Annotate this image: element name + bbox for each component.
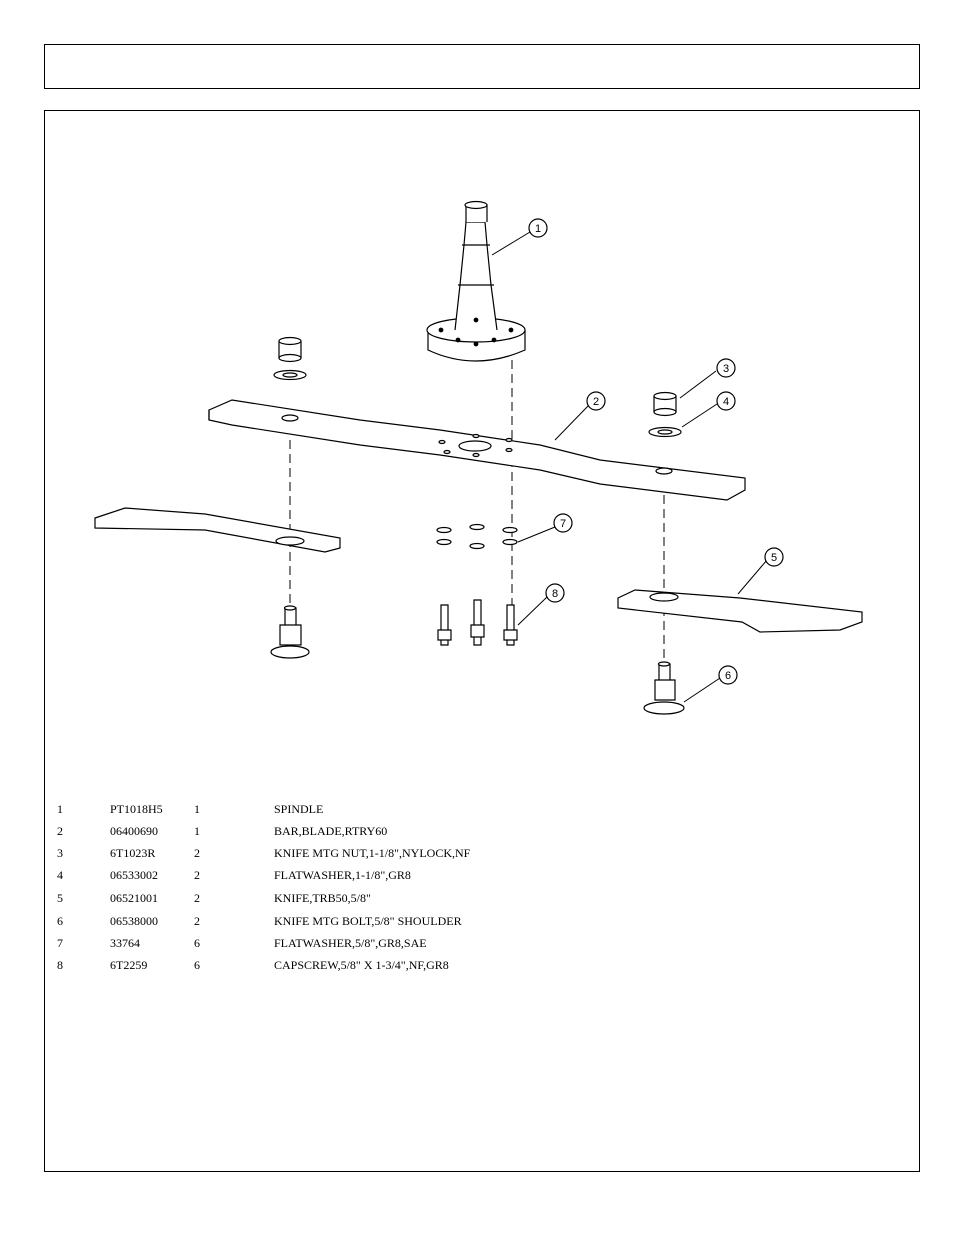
left-knife-nut [273, 336, 307, 381]
callout-4-label: 4 [723, 396, 729, 408]
blade-bar-part [208, 399, 746, 501]
description: CAPSCREW,5/8" X 1-3/4",NF,GR8 [274, 958, 449, 972]
center-capscrews [437, 599, 518, 646]
main-content-box [44, 110, 920, 1172]
callout-3-label: 3 [723, 363, 729, 375]
callout-1-label: 1 [535, 223, 541, 235]
item-number: 3 [57, 846, 63, 860]
description: KNIFE MTG BOLT,5/8" SHOULDER [274, 914, 462, 928]
left-knife-bolt [270, 605, 310, 659]
center-flatwashers [436, 523, 518, 550]
part-number: 06521001 [110, 891, 158, 905]
part-number: 06538000 [110, 914, 158, 928]
description: FLATWASHER,1-1/8",GR8 [274, 868, 411, 882]
item-number: 6 [57, 914, 63, 928]
callout-leaders [491, 231, 768, 703]
right-knife-part [617, 589, 863, 633]
part-number: 6T1023R [110, 846, 156, 860]
item-number: 7 [57, 936, 63, 950]
callout-2-label: 2 [593, 396, 599, 408]
callout-8-label: 8 [552, 588, 558, 600]
description: SPINDLE [274, 802, 324, 816]
callout-labels: 1 2 3 4 5 6 7 8 [535, 223, 777, 682]
right-knife-bolt [643, 661, 685, 715]
callout-5-label: 5 [771, 552, 777, 564]
description: FLATWASHER,5/8",GR8,SAE [274, 936, 427, 950]
exploded-parts-diagram: 1 2 3 4 5 6 7 8 [94, 200, 863, 715]
part-number: 06400690 [110, 824, 158, 838]
quantity: 2 [194, 914, 200, 928]
quantity: 2 [194, 846, 200, 860]
assembly-center-lines [289, 360, 665, 665]
part-number: 33764 [110, 936, 140, 950]
callout-6-label: 6 [725, 670, 731, 682]
quantity: 2 [194, 868, 200, 882]
description: KNIFE MTG NUT,1-1/8",NYLOCK,NF [274, 846, 471, 860]
quantity: 6 [194, 958, 200, 972]
callout-7-label: 7 [560, 518, 566, 530]
item-number: 4 [57, 868, 63, 882]
description: BAR,BLADE,RTRY60 [274, 824, 388, 838]
part-number: PT1018H5 [110, 802, 163, 816]
item-number: 1 [57, 802, 63, 816]
spindle-part [426, 200, 526, 362]
item-number: 5 [57, 891, 63, 905]
part-number: 06533002 [110, 868, 158, 882]
right-knife-nut [653, 391, 677, 417]
callout-bubbles [528, 218, 784, 685]
quantity: 6 [194, 936, 200, 950]
quantity: 2 [194, 891, 200, 905]
quantity: 1 [194, 802, 200, 816]
left-knife-part [94, 507, 341, 553]
item-number: 8 [57, 958, 63, 972]
header-box [44, 44, 920, 89]
part-number: 6T2259 [110, 958, 148, 972]
description: KNIFE,TRB50,5/8" [274, 891, 371, 905]
item-number: 2 [57, 824, 63, 838]
right-flatwasher [648, 426, 682, 438]
quantity: 1 [194, 824, 200, 838]
